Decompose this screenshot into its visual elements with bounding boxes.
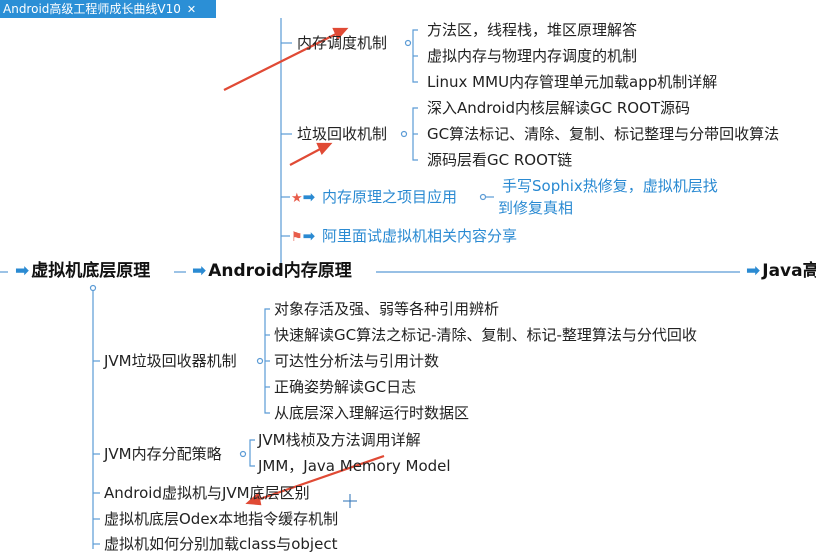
- other-item-3[interactable]: 虚拟机如何分别加载class与object: [104, 535, 338, 553]
- project-app-child-line-1[interactable]: 手写Sophix热修复，虚拟机层找: [502, 177, 718, 195]
- gc-item-1[interactable]: 深入Android内核层解读GC ROOT源码: [427, 99, 691, 117]
- right-arrow-icon: ➡: [15, 261, 30, 281]
- other-item-2[interactable]: 虚拟机底层Odex本地指令缓存机制: [104, 510, 339, 528]
- vm-bottom-label: 虚拟机底层原理: [31, 261, 151, 281]
- interview-node[interactable]: ⚑➡ 阿里面试虚拟机相关内容分享: [291, 225, 517, 249]
- right-arrow-icon: ➡: [746, 261, 761, 281]
- jvm-gc-node[interactable]: JVM垃圾回收器机制: [104, 352, 237, 370]
- jvm-gc-item-1[interactable]: 对象存活及强、弱等各种引用辨析: [274, 300, 500, 318]
- jvm-gc-item-3[interactable]: 可达性分析法与引用计数: [274, 352, 440, 370]
- right-arrow-icon: ➡: [302, 227, 316, 245]
- other-item-1[interactable]: Android虚拟机与JVM底层区别: [104, 484, 310, 502]
- java-label: Java高: [762, 261, 816, 281]
- right-arrow-icon: ➡: [302, 188, 316, 206]
- jvm-alloc-item-1[interactable]: JVM栈桢及方法调用详解: [258, 431, 421, 449]
- right-arrow-icon: ➡: [192, 261, 207, 281]
- document-tab-title: Android高级工程师成长曲线V10: [3, 2, 181, 16]
- project-app-node[interactable]: ★➡ 内存原理之项目应用: [291, 186, 457, 210]
- close-icon[interactable]: ✕: [186, 3, 197, 16]
- project-app-child-line-2[interactable]: 到修复真相: [498, 199, 574, 217]
- cursor-crosshair-icon: [343, 494, 357, 508]
- memory-item-1[interactable]: 方法区，线程栈，堆区原理解答: [427, 21, 638, 39]
- project-app-label: 内存原理之项目应用: [322, 188, 458, 206]
- star-icon: ★: [291, 191, 303, 206]
- android-memory-label: Android内存原理: [208, 261, 352, 281]
- jvm-gc-item-2[interactable]: 快速解读GC算法之标记-清除、复制、标记-整理算法与分代回收: [274, 326, 697, 344]
- gc-item-2[interactable]: GC算法标记、清除、复制、标记整理与分带回收算法: [427, 125, 780, 143]
- gc-node[interactable]: 垃圾回收机制: [297, 125, 388, 143]
- document-tab[interactable]: Android高级工程师成长曲线V10 ✕: [0, 0, 216, 18]
- jvm-alloc-item-2[interactable]: JMM，Java Memory Model: [258, 457, 451, 475]
- java-node[interactable]: ➡Java高: [746, 260, 816, 282]
- jvm-gc-item-5[interactable]: 从底层深入理解运行时数据区: [274, 404, 470, 422]
- memory-scheduling-node[interactable]: 内存调度机制: [297, 34, 388, 52]
- android-memory-node[interactable]: ➡Android内存原理: [192, 260, 352, 282]
- interview-label: 阿里面试虚拟机相关内容分享: [322, 227, 518, 245]
- gc-item-3[interactable]: 源码层看GC ROOT链: [427, 151, 573, 169]
- vm-bottom-node[interactable]: ➡虚拟机底层原理: [15, 260, 150, 282]
- memory-item-3[interactable]: Linux MMU内存管理单元加载app机制详解: [427, 73, 718, 91]
- memory-item-2[interactable]: 虚拟内存与物理内存调度的机制: [427, 47, 638, 65]
- jvm-gc-item-4[interactable]: 正确姿势解读GC日志: [274, 378, 417, 396]
- flag-icon: ⚑: [291, 230, 303, 245]
- jvm-alloc-node[interactable]: JVM内存分配策略: [104, 445, 222, 463]
